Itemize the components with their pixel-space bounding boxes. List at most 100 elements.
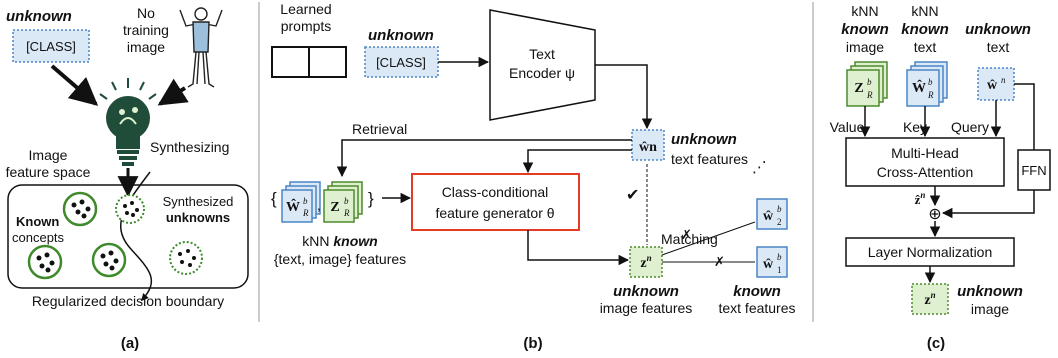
generator-line1: Class-conditional xyxy=(442,184,549,200)
image-features-label: image features xyxy=(600,300,693,316)
unknown-text-label: unknown xyxy=(671,131,737,148)
feature-space-line1: Image xyxy=(29,147,68,163)
unknown-cluster xyxy=(169,241,203,275)
unknown-output-label: unknown xyxy=(957,283,1023,300)
key-label: Key xyxy=(903,119,927,135)
unknown-cluster xyxy=(115,194,145,224)
z-n-symbol: zn xyxy=(640,253,651,271)
matching-label: Matching xyxy=(661,231,718,247)
col1-line2: known xyxy=(841,21,889,38)
known-word: Known xyxy=(16,214,59,229)
arrow-class-to-bulb xyxy=(50,64,99,106)
svg-text:ŵ: ŵ xyxy=(763,257,774,272)
unknown-text-feature-box xyxy=(631,129,665,161)
svg-text:R: R xyxy=(866,90,873,100)
svg-text:ŵ: ŵ xyxy=(763,209,774,224)
generator-line2: feature generator θ xyxy=(435,205,554,221)
retrieved-text-stack: Ŵ b R xyxy=(281,181,321,223)
image-output-label: image xyxy=(971,301,1009,317)
concepts-word: concepts xyxy=(12,230,65,245)
known-cluster xyxy=(62,191,98,227)
attn-line2: Cross-Attention xyxy=(877,164,973,180)
boundary-label: Regularized decision boundary xyxy=(32,293,224,309)
no-training-line3: image xyxy=(127,39,165,55)
z-n-output-symbol: zn xyxy=(924,290,935,308)
svg-text:R: R xyxy=(302,208,309,218)
svg-text:Z: Z xyxy=(330,200,339,215)
arrow-feature-to-generator xyxy=(522,149,632,174)
col1-line1: kNN xyxy=(851,3,878,19)
synthesized-line1: Synthesized xyxy=(163,194,234,209)
known-cluster xyxy=(91,242,127,278)
text-features-label: text features xyxy=(671,151,748,167)
caption-c: (c) xyxy=(927,335,945,352)
knn-line1: kNN known xyxy=(302,233,377,249)
feature-space-line2: feature space xyxy=(6,164,91,180)
class-token-text: [CLASS] xyxy=(26,39,76,54)
w-hat-n-symbol: ŵn xyxy=(639,140,657,155)
class-token-box-b xyxy=(364,46,439,78)
residual-path xyxy=(1014,83,1035,150)
svg-text:Ŵ: Ŵ xyxy=(912,79,926,96)
svg-text:2: 2 xyxy=(777,217,782,227)
feature-generator-box xyxy=(411,173,580,231)
known-text-features-label: text features xyxy=(718,300,795,316)
decision-boundary-curve xyxy=(120,171,153,302)
cross-attention-block xyxy=(845,137,1005,187)
svg-text:n: n xyxy=(1001,75,1006,85)
svg-text:b: b xyxy=(928,77,933,87)
cross-mark-1: ✗ xyxy=(681,227,692,242)
encoder-line1: Text xyxy=(529,46,555,62)
ellipsis: ⋰ xyxy=(752,159,767,176)
arrow-person-to-bulb xyxy=(157,78,189,106)
svg-text:R: R xyxy=(927,90,934,100)
z-hat-n-symbol: ẑn xyxy=(915,190,926,207)
layer-norm-block xyxy=(845,237,1015,267)
add-operator: ⊕ xyxy=(928,206,941,223)
arrow-retrieval xyxy=(336,139,632,178)
svg-text:b: b xyxy=(777,252,782,262)
svg-text:R: R xyxy=(343,208,350,218)
arrow-ffn-to-add xyxy=(941,190,1035,219)
query-label: Query xyxy=(951,119,989,135)
svg-text:Ŵ: Ŵ xyxy=(286,198,300,215)
match-line-neg1 xyxy=(661,221,756,256)
synthesized-line2: unknowns xyxy=(166,210,230,225)
learned-line1: Learned xyxy=(280,1,331,17)
arrow-generator-to-z xyxy=(527,230,630,266)
panel-b: Learned prompts unknown [CLASS] Text Enc… xyxy=(271,1,796,352)
caption-b: (b) xyxy=(523,335,542,352)
layer-norm-label: Layer Normalization xyxy=(868,244,993,260)
query-text-box: ŵ n xyxy=(977,67,1015,101)
knn-line2: {text, image} features xyxy=(274,251,406,267)
attn-line1: Multi-Head xyxy=(891,145,959,161)
svg-text:b: b xyxy=(344,196,349,206)
knn-image-stack: Z b R xyxy=(846,61,888,107)
unknown-image-feature-box xyxy=(629,246,663,278)
svg-text:ŵ: ŵ xyxy=(987,78,998,93)
known-text-feature-1: ŵ b 1 xyxy=(756,246,788,278)
text-encoder-block xyxy=(489,9,596,121)
svg-text:Z: Z xyxy=(854,81,863,96)
svg-text:b: b xyxy=(867,77,872,87)
svg-text:1: 1 xyxy=(777,265,782,275)
synthesizing-label: Synthesizing xyxy=(150,139,229,155)
knn-text-stack: Ŵ b R xyxy=(906,61,948,107)
col2-line1: kNN xyxy=(911,3,938,19)
class-token-box xyxy=(12,29,90,63)
prompt-token-2 xyxy=(308,46,347,78)
col3-line1: unknown xyxy=(965,21,1031,38)
svg-text:b: b xyxy=(777,204,782,214)
ffn-block xyxy=(1017,149,1051,191)
learned-line2: prompts xyxy=(281,18,332,34)
prompt-token-1 xyxy=(271,46,310,78)
panel-c: kNN known image kNN known text unknown t… xyxy=(830,3,1051,352)
col2-line3: text xyxy=(914,39,937,55)
col1-line3: image xyxy=(846,39,884,55)
set-comma: , xyxy=(317,197,321,213)
col2-line2: known xyxy=(901,21,949,38)
panel-a: unknown [CLASS] No training image xyxy=(6,5,249,352)
encoder-line2: Encoder ψ xyxy=(509,65,575,81)
